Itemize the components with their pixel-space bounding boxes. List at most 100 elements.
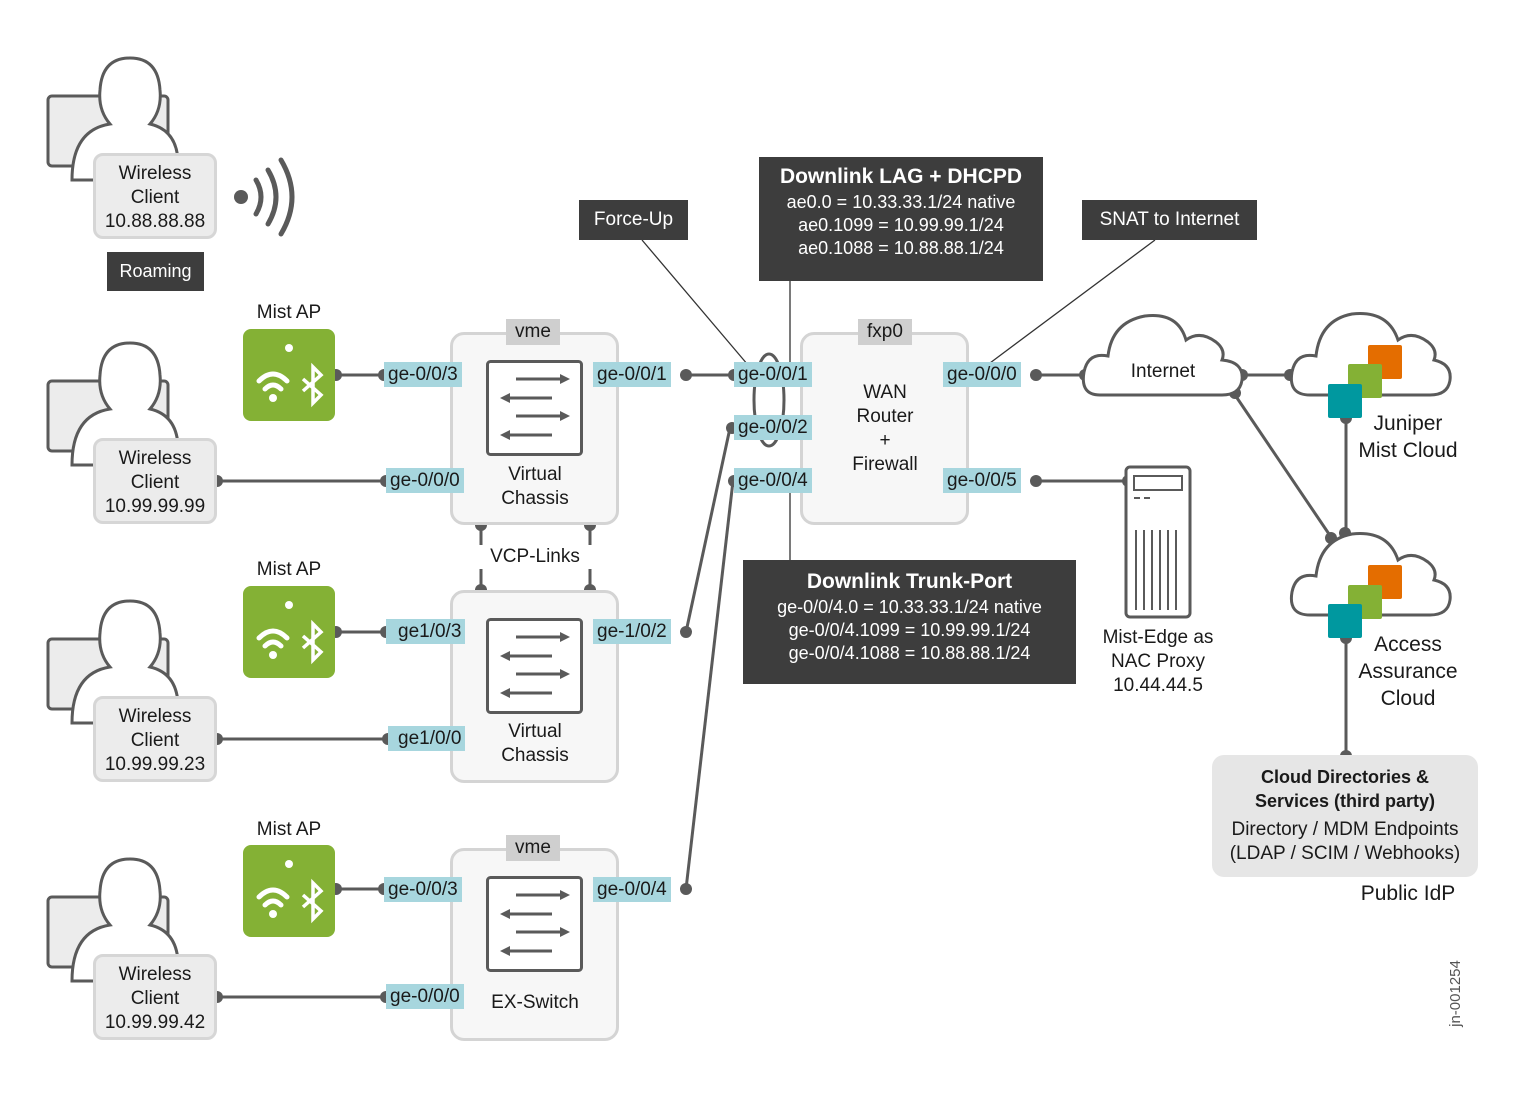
nac-proxy-label-line: NAC Proxy [1111, 651, 1205, 672]
callout-line: ge-0/0/4.0 = 10.33.33.1/24 native [777, 597, 1042, 617]
user-at-computer-icon [46, 599, 180, 725]
switch-name-line: Virtual [508, 721, 562, 742]
client-ip: 10.99.99.99 [104, 496, 206, 517]
link-uplink-3 [684, 480, 735, 890]
connector-dot [1030, 475, 1042, 487]
connector-dot [680, 369, 692, 381]
client-ip: 10.88.88.88 [104, 211, 206, 232]
directories-title: Cloud Directories & [1260, 767, 1430, 787]
client-title: Wireless [118, 163, 192, 184]
wireless-client-4[interactable]: Wireless Client 10.99.99.42 [93, 954, 217, 1040]
user-at-computer-icon [46, 857, 180, 983]
internet-label: Internet [1130, 361, 1196, 382]
port-ap3[interactable]: ge-0/0/3 [384, 877, 462, 902]
ap-label: Mist AP [256, 819, 322, 840]
callout-line: ae0.1099 = 10.99.99.1/24 [798, 215, 1004, 235]
switch-name-line: Virtual [508, 464, 562, 485]
mist-logo-icon [1328, 345, 1402, 418]
port-ap1[interactable]: ge-0/0/3 [384, 362, 462, 387]
snat-callout: SNAT to Internet [1082, 200, 1257, 240]
client-subtitle: Client [130, 472, 180, 493]
callout-line: ge-0/0/4.1099 = 10.99.99.1/24 [788, 620, 1031, 640]
client-title: Wireless [118, 706, 192, 727]
switch-name-line: Chassis [501, 745, 569, 766]
user-at-computer-icon [46, 56, 180, 182]
router-name: WAN Router + Firewall [810, 381, 960, 477]
figure-id: jn-001254 [1446, 960, 1464, 1027]
cloud-directories-box[interactable]: Cloud Directories & Services (third part… [1212, 755, 1478, 877]
client-subtitle: Client [130, 187, 180, 208]
vcp-links-label: VCP-Links [478, 545, 592, 569]
switch-name: Virtual Chassis [460, 463, 610, 511]
router-name-line: Firewall [852, 454, 918, 475]
access-assurance-logo-icon [1328, 565, 1402, 638]
switch-name-line: Chassis [501, 488, 569, 509]
callout-title: Downlink LAG + DHCPD [779, 165, 1023, 188]
nac-proxy-label: Mist-Edge as NAC Proxy 10.44.44.5 [1088, 626, 1228, 698]
port-ap2[interactable]: ge1/0/3 [386, 619, 466, 644]
nac-proxy-label-line: Mist-Edge as [1102, 627, 1214, 648]
connector-dot [680, 626, 692, 638]
port-client3[interactable]: ge1/0/0 [388, 726, 466, 751]
access-assurance-label-line: Assurance [1358, 660, 1458, 683]
roaming-badge: Roaming [107, 252, 204, 291]
directories-title: Services (third party) [1254, 791, 1436, 811]
vme-tag: vme [506, 835, 560, 861]
router-name-line: Router [856, 406, 914, 427]
user-at-computer-icon [46, 341, 180, 467]
mist-ap-3[interactable] [243, 845, 335, 937]
client-subtitle: Client [130, 730, 180, 751]
callout-line: ge-0/0/4.1088 = 10.88.88.1/24 [788, 643, 1031, 663]
callout-line: ae0.1088 = 10.88.88.1/24 [798, 238, 1004, 258]
mist-cloud-label-line: Juniper [1373, 412, 1443, 435]
router-name-line: WAN [863, 382, 907, 403]
connector-dot [680, 883, 692, 895]
switch-icon [486, 360, 583, 456]
wifi-bluetooth-icon [256, 344, 324, 408]
mist-cloud-label: Juniper Mist Cloud [1348, 410, 1468, 464]
lag-dhcpd-callout: Downlink LAG + DHCPD ae0.0 = 10.33.33.1/… [759, 157, 1043, 281]
port-client2[interactable]: ge-0/0/0 [386, 468, 464, 493]
switch-icon [486, 618, 583, 714]
access-assurance-label-line: Cloud [1380, 687, 1436, 710]
link-internet-aa [1231, 391, 1333, 538]
vme-tag: vme [506, 319, 560, 345]
fxp0-tag: fxp0 [858, 319, 912, 345]
wifi-bluetooth-icon [256, 860, 324, 924]
callout-title: Downlink Trunk-Port [806, 570, 1013, 593]
router-port-wan[interactable]: ge-0/0/0 [943, 362, 1021, 387]
force-up-callout: Force-Up [579, 200, 688, 240]
trunk-port-callout: Downlink Trunk-Port ge-0/0/4.0 = 10.33.3… [743, 560, 1076, 684]
port-client4[interactable]: ge-0/0/0 [386, 984, 464, 1009]
wireless-client-3[interactable]: Wireless Client 10.99.99.23 [93, 696, 217, 782]
port-uplink-2[interactable]: ge-1/0/2 [593, 619, 671, 644]
mist-ap-1[interactable] [243, 329, 335, 421]
wireless-client-2[interactable]: Wireless Client 10.99.99.99 [93, 438, 217, 524]
mist-cloud-label-line: Mist Cloud [1358, 439, 1458, 462]
port-uplink-3[interactable]: ge-0/0/4 [593, 877, 671, 902]
wireless-client-roaming[interactable]: Wireless Client 10.88.88.88 [93, 153, 217, 239]
router-name-line: + [879, 430, 891, 451]
access-assurance-label-line: Access [1374, 633, 1442, 656]
client-ip: 10.99.99.42 [104, 1012, 206, 1033]
mist-ap-2[interactable] [243, 586, 335, 678]
router-port-ge-0-0-4[interactable]: ge-0/0/4 [734, 468, 812, 493]
link-uplink-2 [684, 427, 732, 633]
switch-icon [486, 876, 583, 972]
public-idp-label: Public IdP [1360, 882, 1456, 905]
callout-line-force-up [641, 239, 749, 366]
directories-line: Directory / MDM Endpoints [1231, 819, 1459, 840]
access-assurance-label: Access Assurance Cloud [1348, 631, 1468, 712]
client-title: Wireless [118, 964, 192, 985]
wifi-signal-icon [234, 157, 295, 237]
server-icon [1124, 465, 1192, 619]
router-port-nac[interactable]: ge-0/0/5 [943, 468, 1021, 493]
client-title: Wireless [118, 448, 192, 469]
client-subtitle: Client [130, 988, 180, 1009]
router-port-ge-0-0-2[interactable]: ge-0/0/2 [734, 415, 812, 440]
switch-name: EX-Switch [491, 992, 579, 1013]
port-uplink-1[interactable]: ge-0/0/1 [593, 362, 671, 387]
callout-line: ae0.0 = 10.33.33.1/24 native [786, 192, 1016, 212]
router-port-ge-0-0-1[interactable]: ge-0/0/1 [734, 362, 812, 387]
